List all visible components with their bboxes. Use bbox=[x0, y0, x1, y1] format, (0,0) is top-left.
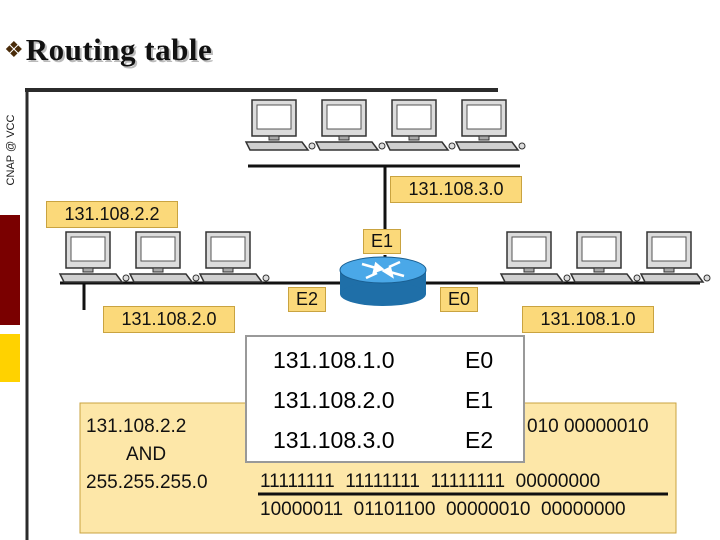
routing-table-network: 131.108.3.0 bbox=[273, 427, 395, 453]
interface-label-e2: E2 bbox=[288, 287, 326, 312]
network-label-right: 131.108.1.0 bbox=[522, 306, 654, 333]
routing-table-network: 131.108.1.0 bbox=[273, 347, 395, 373]
router-icon bbox=[339, 256, 427, 306]
and-mask-bits: 11111111 11111111 11111111 00000000 bbox=[260, 471, 601, 492]
network-label-left-host: 131.108.2.2 bbox=[46, 201, 178, 228]
pc-icon bbox=[455, 99, 526, 151]
pc-icon bbox=[500, 231, 571, 283]
network-label-top: 131.108.3.0 bbox=[390, 176, 522, 203]
routing-table-interface: E0 bbox=[465, 347, 494, 373]
and-ip-bits: 010 00000010 bbox=[527, 416, 649, 437]
pc-icon bbox=[385, 99, 456, 151]
pc-icon bbox=[245, 99, 316, 151]
and-operator: AND bbox=[126, 444, 167, 465]
bus-lines bbox=[60, 164, 700, 310]
stripe-dark bbox=[0, 215, 20, 325]
routing-table: 131.108.1.0 E0 131.108.2.0 E1 131.108.3.… bbox=[245, 335, 525, 463]
pc-icon bbox=[199, 231, 270, 283]
interface-label-e1: E1 bbox=[363, 229, 401, 254]
and-ip: 131.108.2.2 bbox=[86, 416, 187, 437]
routing-table-interface: E1 bbox=[465, 387, 494, 413]
pc-icon bbox=[570, 231, 641, 283]
pc-icon bbox=[59, 231, 130, 283]
interface-label-e0: E0 bbox=[440, 287, 478, 312]
pc-icon bbox=[640, 231, 711, 283]
stripe-yellow bbox=[0, 334, 20, 382]
network-label-left: 131.108.2.0 bbox=[103, 306, 235, 333]
title-bar: ❖ Routing table bbox=[4, 30, 212, 70]
bullet-icon: ❖ bbox=[4, 37, 24, 63]
pc-group-left bbox=[59, 231, 270, 283]
page-title: Routing table bbox=[25, 32, 213, 67]
pc-group-top bbox=[245, 99, 526, 151]
and-result-bits: 10000011 01101100 00000010 00000000 bbox=[260, 499, 626, 520]
pc-group-right bbox=[500, 231, 711, 283]
pc-icon bbox=[315, 99, 386, 151]
pc-icon bbox=[129, 231, 200, 283]
routing-table-interface: E2 bbox=[465, 427, 494, 453]
and-mask: 255.255.255.0 bbox=[86, 472, 208, 493]
routing-table-network: 131.108.2.0 bbox=[273, 387, 395, 413]
